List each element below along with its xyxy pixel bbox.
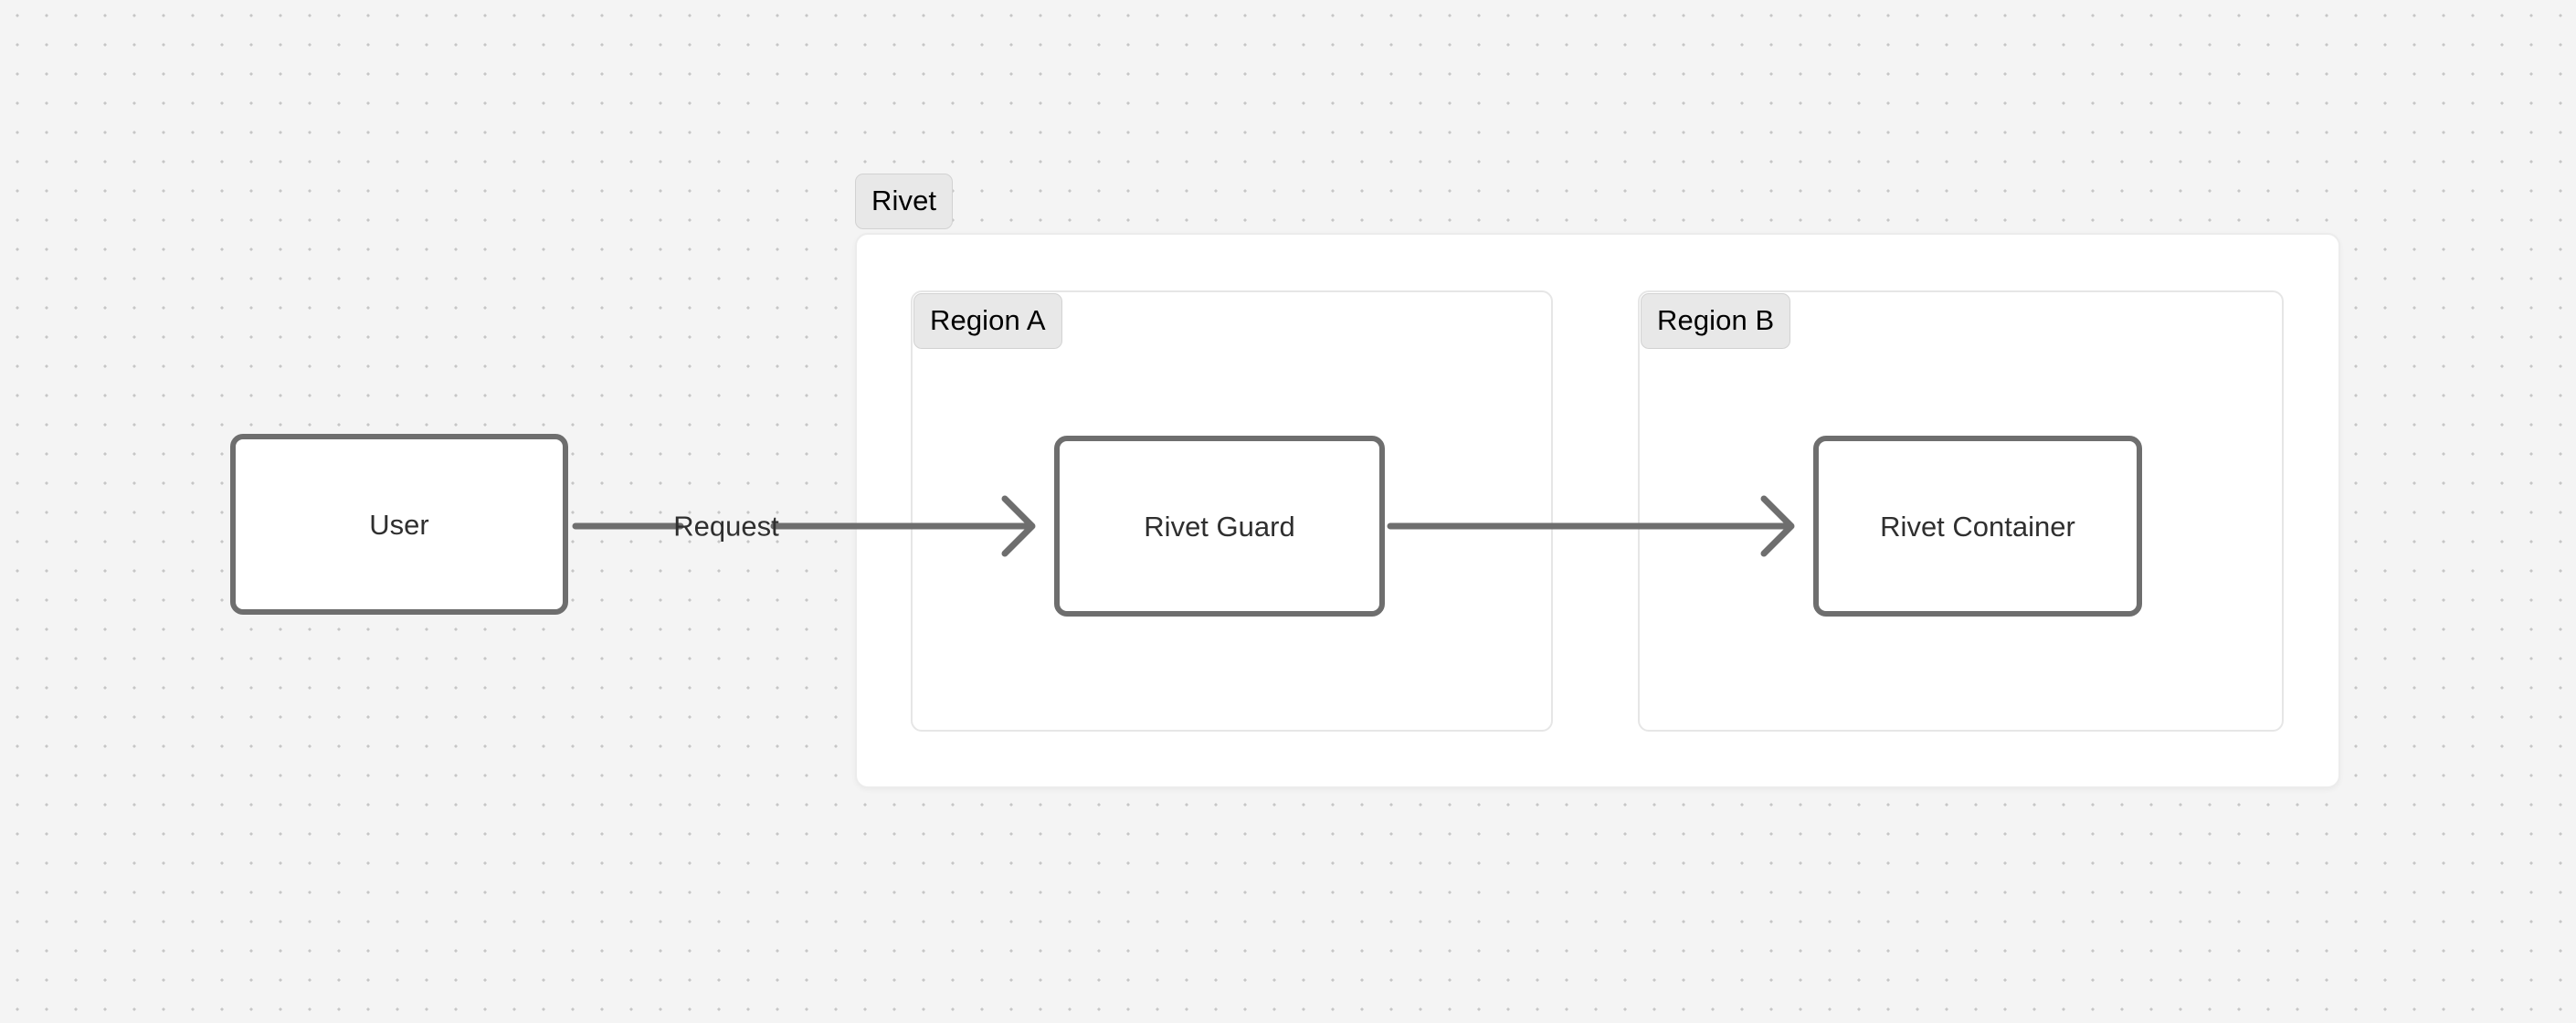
group-label-region-b[interactable]: Region B	[1641, 293, 1791, 349]
node-user-label: User	[369, 508, 429, 541]
edge-label-request: Request	[673, 510, 779, 543]
group-label-rivet[interactable]: Rivet	[855, 174, 954, 229]
group-region-b[interactable]	[1638, 290, 2284, 732]
node-rivet-container-label: Rivet Container	[1880, 510, 2075, 543]
node-rivet-guard-label: Rivet Guard	[1144, 510, 1295, 543]
node-user[interactable]: User	[230, 434, 568, 615]
node-rivet-container[interactable]: Rivet Container	[1813, 436, 2142, 617]
group-region-a[interactable]	[911, 290, 1553, 732]
node-rivet-guard[interactable]: Rivet Guard	[1054, 436, 1385, 617]
group-label-region-a[interactable]: Region A	[913, 293, 1062, 349]
